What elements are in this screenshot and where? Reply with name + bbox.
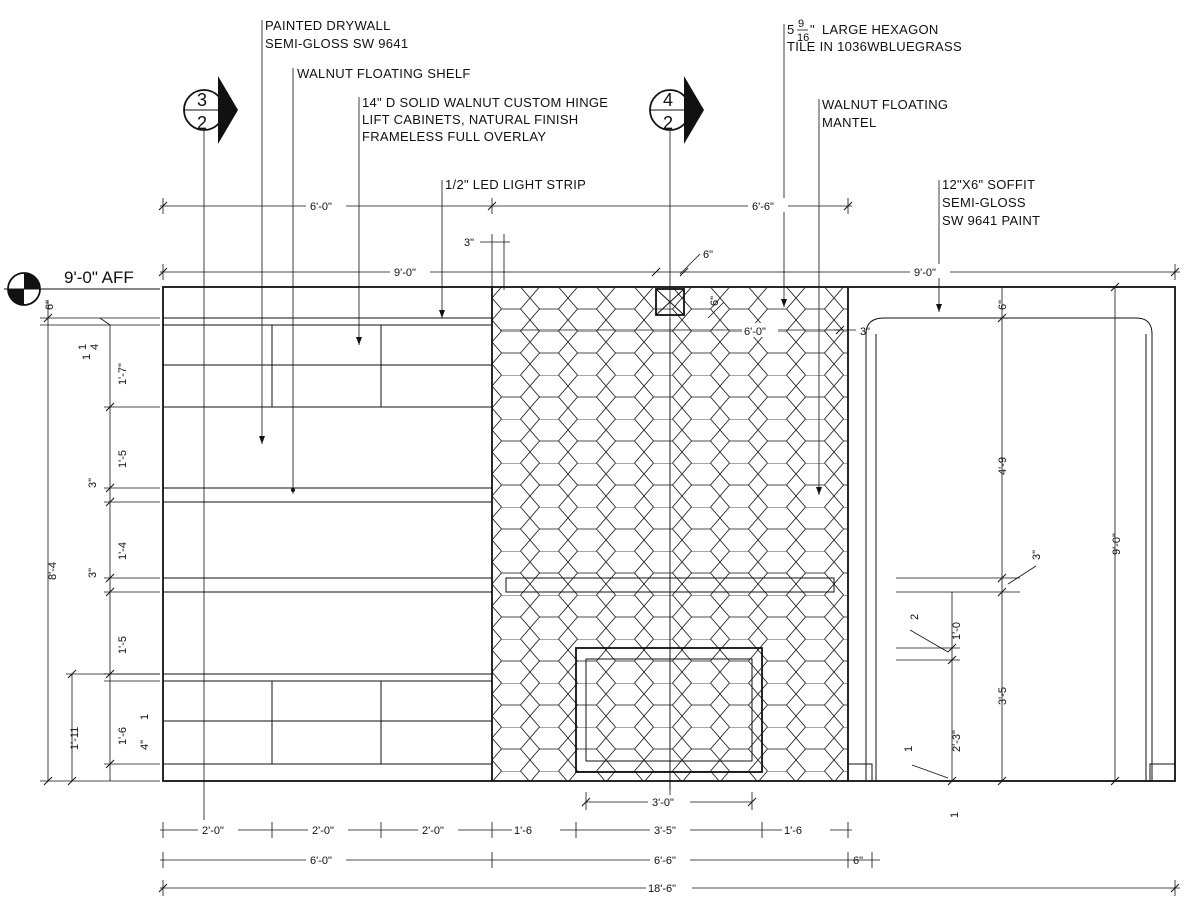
dim-three-in-e: 3" [1031,550,1043,560]
dim-one-quarter-b: 1 [139,714,151,720]
frac-one-quarter-a-top: 1 [77,344,89,350]
note-cabinets: 14" D SOLID WALNUT CUSTOM HINGE LIFT CAB… [356,95,608,345]
note-tile: 5 9 16 " LARGE HEXAGON TILE IN 1036WBLUE… [781,18,962,307]
upper-cabinets [162,317,493,408]
dim-six-in-b: 6" [709,296,721,306]
dim-one-quarter-a: 1 [81,354,93,360]
elevation-label: 9'-0" AFF [64,268,134,287]
dim-three-five-q: 3'-5 [997,687,1009,705]
dim-four-nine: 4'-9 [997,457,1009,475]
dim-soffit-six: 6" [997,300,1009,310]
note-led-line1: 1/2" LED LIGHT STRIP [445,177,586,192]
bottom-dimensions: 3'-0" 2'-0" 2'-0" 2'-0" 1'-6 3'-5" 1'-6 … [158,792,1180,896]
dim-b-six-in: 6" [853,855,863,867]
dim-two-three: 2'-3" [951,730,963,752]
dim-top-left: 6'-0" [310,201,332,213]
dim-b-overall: 18'-6" [648,883,676,895]
note-soffit-line1: 12"X6" SOFFIT [942,177,1035,192]
dim-two-half: 2 [909,614,921,620]
note-cabinets-line2: LIFT CABINETS, NATURAL FINISH [362,112,579,127]
dim-b-three-five: 3'-5" [654,825,676,837]
tile-size-whole: 5 [787,22,795,37]
dim-b-two-a: 2'-0" [202,825,224,837]
dim-one-zero-q: 1'-0 [951,622,963,640]
dim-b-two-c: 2'-0" [422,825,444,837]
note-cabinets-line1: 14" D SOLID WALNUT CUSTOM HINGE [362,95,608,110]
note-drywall: PAINTED DRYWALL SEMI-GLOSS SW 9641 [259,18,408,444]
dim-b-two-b: 2'-0" [312,825,334,837]
note-shelf-line1: WALNUT FLOATING SHELF [297,66,471,81]
note-soffit: 12"X6" SOFFIT SEMI-GLOSS SW 9641 PAINT [936,177,1040,312]
dim-four-in: 4" [139,740,151,750]
dim-six-in-a: 6" [703,249,713,261]
dim-overall-left: 8'-4 [47,562,59,580]
note-mantel-line2: MANTEL [822,115,877,130]
dim-height-right: 9'-0" [914,267,936,279]
dim-nine-right: 9'-0" [1111,533,1123,555]
dim-six-in-left: 6" [44,300,56,310]
frac-one-quarter-a-bot: 4 [89,344,101,350]
section-tag-sheet: 2 [197,113,207,133]
alcove-soffit [847,317,1176,782]
ceiling-fixture-box [655,288,685,316]
dim-firebox-width: 3'-0" [652,797,674,809]
note-soffit-line2: SEMI-GLOSS [942,195,1026,210]
dim-one-eleven: 1'-11 [69,727,81,750]
note-soffit-line3: SW 9641 PAINT [942,213,1040,228]
dim-b-one-six-l: 1'-6 [514,825,532,837]
dim-one-four-3q: 1'-4 [117,542,129,560]
tile-size-den: 16 [797,32,809,44]
note-drywall-line1: PAINTED DRYWALL [265,18,391,33]
dim-one-five-3q: 1'-5 [117,450,129,468]
floating-shelves [162,487,493,593]
dim-three-in-b: 3" [860,326,870,338]
section-tag-sheet: 2 [663,113,673,133]
dim-mantel-width: 6'-0" [744,326,766,338]
note-cabinets-line3: FRAMELESS FULL OVERLAY [362,129,546,144]
section-tag-number: 3 [197,90,207,110]
top-dimensions: 6'-0" 6'-6" 3" 6" 9'-0" 9'-0" 6" 6'-0" 3… [158,198,1180,338]
dim-three-in-c: 3" [87,478,99,488]
note-mantel: WALNUT FLOATING MANTEL [816,97,948,495]
note-led: 1/2" LED LIGHT STRIP [439,177,586,318]
dim-one-3q: 1 [903,746,915,752]
dim-one-five-half: 1'-5 [117,636,129,654]
note-mantel-line1: WALNUT FLOATING [822,97,948,112]
section-tag-number: 4 [663,90,673,110]
note-tile-line2: TILE IN 1036WBLUEGRASS [787,39,962,54]
dim-one-seven: 1'-7" [117,363,129,385]
section-tag-3-2: 3 2 [183,76,238,820]
right-dimensions: 6" 4'-9 3" 3'-5 9'-0" 2 1'-0 2'-3" 1 1 [896,282,1123,818]
tile-size-num: 9 [798,18,804,30]
dim-height-left: 9'-0" [394,267,416,279]
firebox [575,647,763,773]
dim-three-in-d: 3" [87,568,99,578]
dim-quarter-bottom: 1 [949,812,961,818]
note-drywall-line2: SEMI-GLOSS SW 9641 [265,36,408,51]
dim-b-one-six-r: 1'-6 [784,825,802,837]
tile-size-unit: " [810,22,815,37]
note-tile-line1: LARGE HEXAGON [822,22,939,37]
dim-top-right: 6'-6" [752,201,774,213]
left-dimensions: 6" 1 1 4 1'-7" 1'-5 3" 1'-4 3" 1'-5 1'-6… [40,300,160,786]
dim-b-six-six: 6'-6" [654,855,676,867]
elevation-marker: 9'-0" AFF [4,268,160,306]
dim-one-six-half: 1'-6 [117,727,129,745]
note-shelf: WALNUT FLOATING SHELF [291,66,471,494]
dim-three-in-a: 3" [464,237,474,249]
lower-cabinets [162,673,493,765]
dim-b-six-zero: 6'-0" [310,855,332,867]
